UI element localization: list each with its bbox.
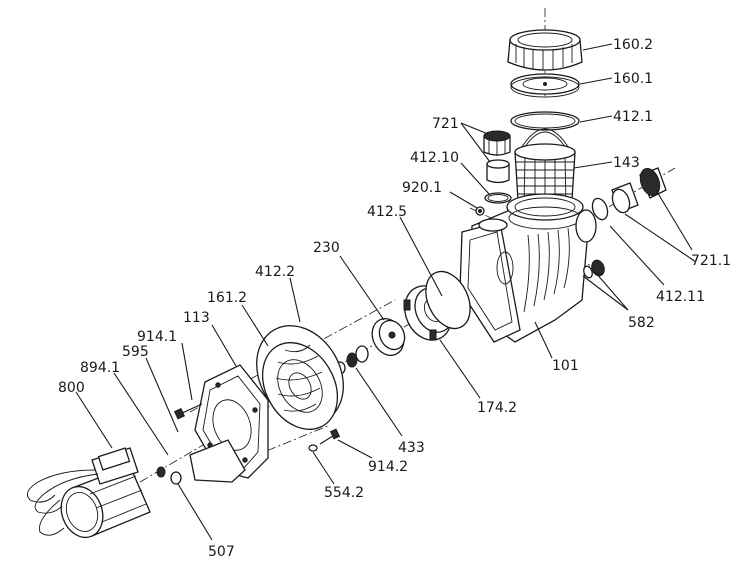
label-160-1: 160.1 xyxy=(613,71,653,87)
label-412-2: 412.2 xyxy=(255,264,295,280)
motor-part xyxy=(26,447,151,539)
label-230: 230 xyxy=(313,240,340,256)
label-101: 101 xyxy=(552,358,579,374)
lid-oring-part xyxy=(510,111,580,131)
drain-plug-part xyxy=(583,259,605,279)
label-161-2: 161.2 xyxy=(207,290,247,306)
label-433: 433 xyxy=(398,440,425,456)
mechanical-seal-part xyxy=(334,345,369,375)
screw-lower-part xyxy=(308,428,341,452)
label-721: 721 xyxy=(432,116,459,132)
label-412-11: 412.11 xyxy=(656,289,705,305)
label-914-2: 914.2 xyxy=(368,459,408,475)
pump-housing-part xyxy=(459,193,597,343)
adapter-bracket-part xyxy=(189,364,269,483)
leader-lines xyxy=(75,43,697,541)
label-113: 113 xyxy=(183,310,210,326)
label-920-1: 920.1 xyxy=(402,180,442,196)
label-412-1: 412.1 xyxy=(613,109,653,125)
label-412-10: 412.10 xyxy=(410,150,459,166)
part-labels: 160.2 160.1 412.1 721 412.10 143 920.1 4… xyxy=(58,37,731,560)
shaft-collar-part xyxy=(156,466,182,485)
lid-ring-part xyxy=(507,29,583,71)
label-914-1: 914.1 xyxy=(137,329,177,345)
label-595: 595 xyxy=(122,344,149,360)
seal-plate-part xyxy=(256,325,344,430)
impeller-part xyxy=(371,318,406,356)
small-nut-part xyxy=(475,206,485,216)
union-nut-top-part xyxy=(483,130,511,156)
fitting-right-part xyxy=(591,182,639,221)
fitting-top-part xyxy=(484,159,512,204)
label-160-2: 160.2 xyxy=(613,37,653,53)
screw-upper-part xyxy=(173,403,203,420)
union-nut-right-part xyxy=(639,167,667,199)
cover-disc-part xyxy=(510,73,580,98)
label-143: 143 xyxy=(613,155,640,171)
label-412-5: 412.5 xyxy=(367,204,407,220)
label-800: 800 xyxy=(58,380,85,396)
label-507: 507 xyxy=(208,544,235,560)
label-894-1: 894.1 xyxy=(80,360,120,376)
label-721-1: 721.1 xyxy=(691,253,731,269)
label-174-2: 174.2 xyxy=(477,400,517,416)
label-582: 582 xyxy=(628,315,655,331)
label-554-2: 554.2 xyxy=(324,485,364,501)
